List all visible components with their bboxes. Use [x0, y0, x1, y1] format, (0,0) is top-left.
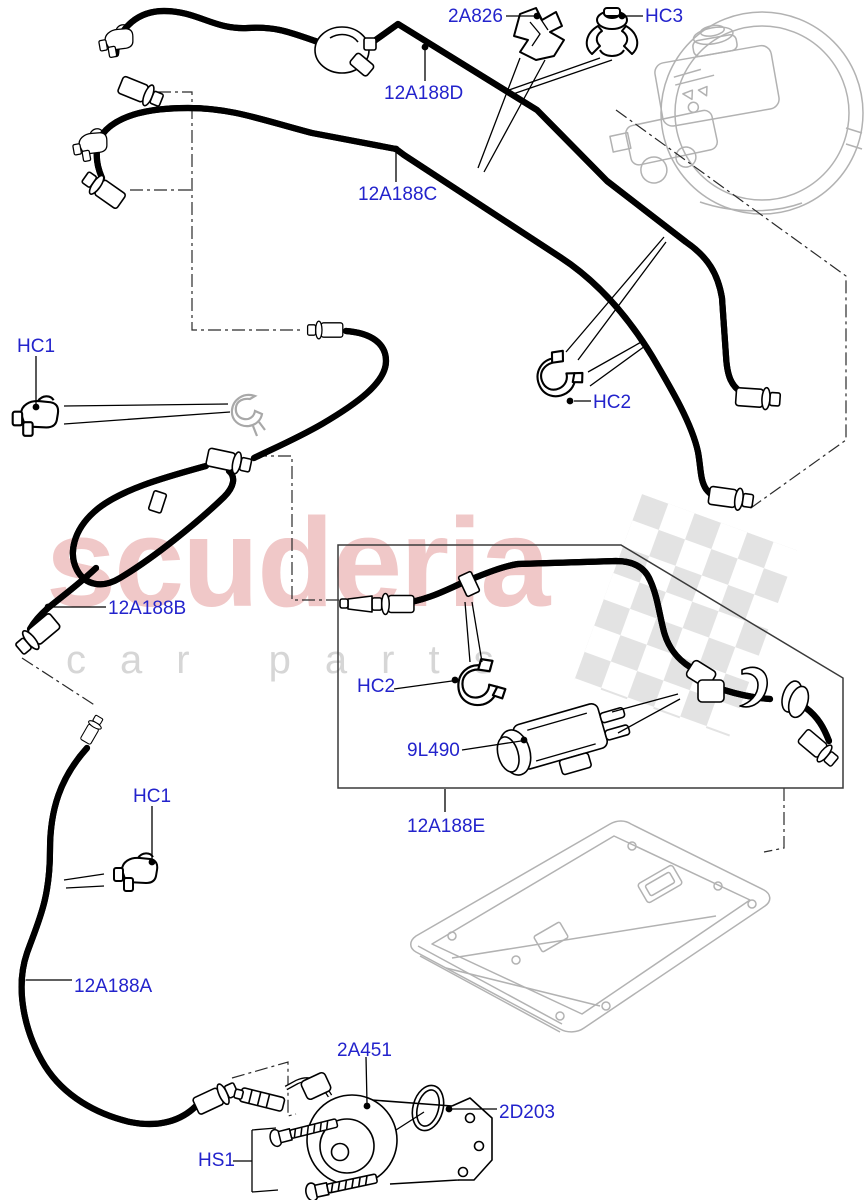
part-label-hc3[interactable]: HC3 — [645, 6, 684, 27]
detail-box-12a188e — [337, 544, 844, 789]
retainer-clip-reference-drawing — [230, 393, 266, 437]
part-label-12a188d[interactable]: 12A188D — [384, 83, 464, 104]
hose-12a188a-drawing — [22, 712, 242, 1124]
clip-hc2-right-drawing — [527, 343, 589, 404]
hose-12a188c-drawing — [70, 104, 756, 513]
part-label-hs1[interactable]: HS1 — [198, 1150, 235, 1171]
brake-booster-reference-drawing — [609, 11, 864, 215]
leader-dots — [18, 12, 626, 1113]
watermark-brand-text: scuderia — [46, 492, 550, 633]
solenoid-valve-9l490-drawing — [496, 702, 631, 776]
part-label-12a188c[interactable]: 12A188C — [358, 184, 438, 205]
pointer-lines — [63, 57, 681, 1131]
leader-lines — [26, 15, 643, 1193]
hose-12a188d-drawing — [96, 7, 782, 412]
part-label-2d203[interactable]: 2D203 — [499, 1102, 555, 1123]
part-label-hc2-right[interactable]: HC2 — [593, 392, 632, 413]
clip-hc3-drawing — [585, 7, 639, 57]
o-ring-2d203-drawing — [411, 1084, 445, 1132]
part-label-hc1-top[interactable]: HC1 — [17, 336, 56, 357]
clip-hc2-box-drawing — [453, 655, 509, 709]
part-label-12a188a[interactable]: 12A188A — [74, 976, 153, 997]
watermark-tagline-text: car parts — [66, 638, 528, 682]
checkered-flag-watermark — [574, 494, 798, 737]
part-label-hc2-box[interactable]: HC2 — [357, 676, 396, 697]
part-label-2a451[interactable]: 2A451 — [337, 1040, 392, 1061]
clip-2a826-drawing — [513, 7, 565, 61]
hose-12a188b-drawing — [11, 320, 390, 660]
part-label-12a188b[interactable]: 12A188B — [108, 598, 187, 619]
valve-cover-reference-drawing — [410, 820, 771, 1033]
hose-12a188e-assembly-drawing — [339, 557, 843, 771]
phantom-lines — [21, 91, 847, 1117]
part-label-9l490[interactable]: 9L490 — [407, 740, 460, 761]
part-label-12a188e[interactable]: 12A188E — [407, 816, 486, 837]
part-label-hc1-lower[interactable]: HC1 — [133, 786, 172, 807]
part-label-2a826[interactable]: 2A826 — [448, 6, 503, 27]
